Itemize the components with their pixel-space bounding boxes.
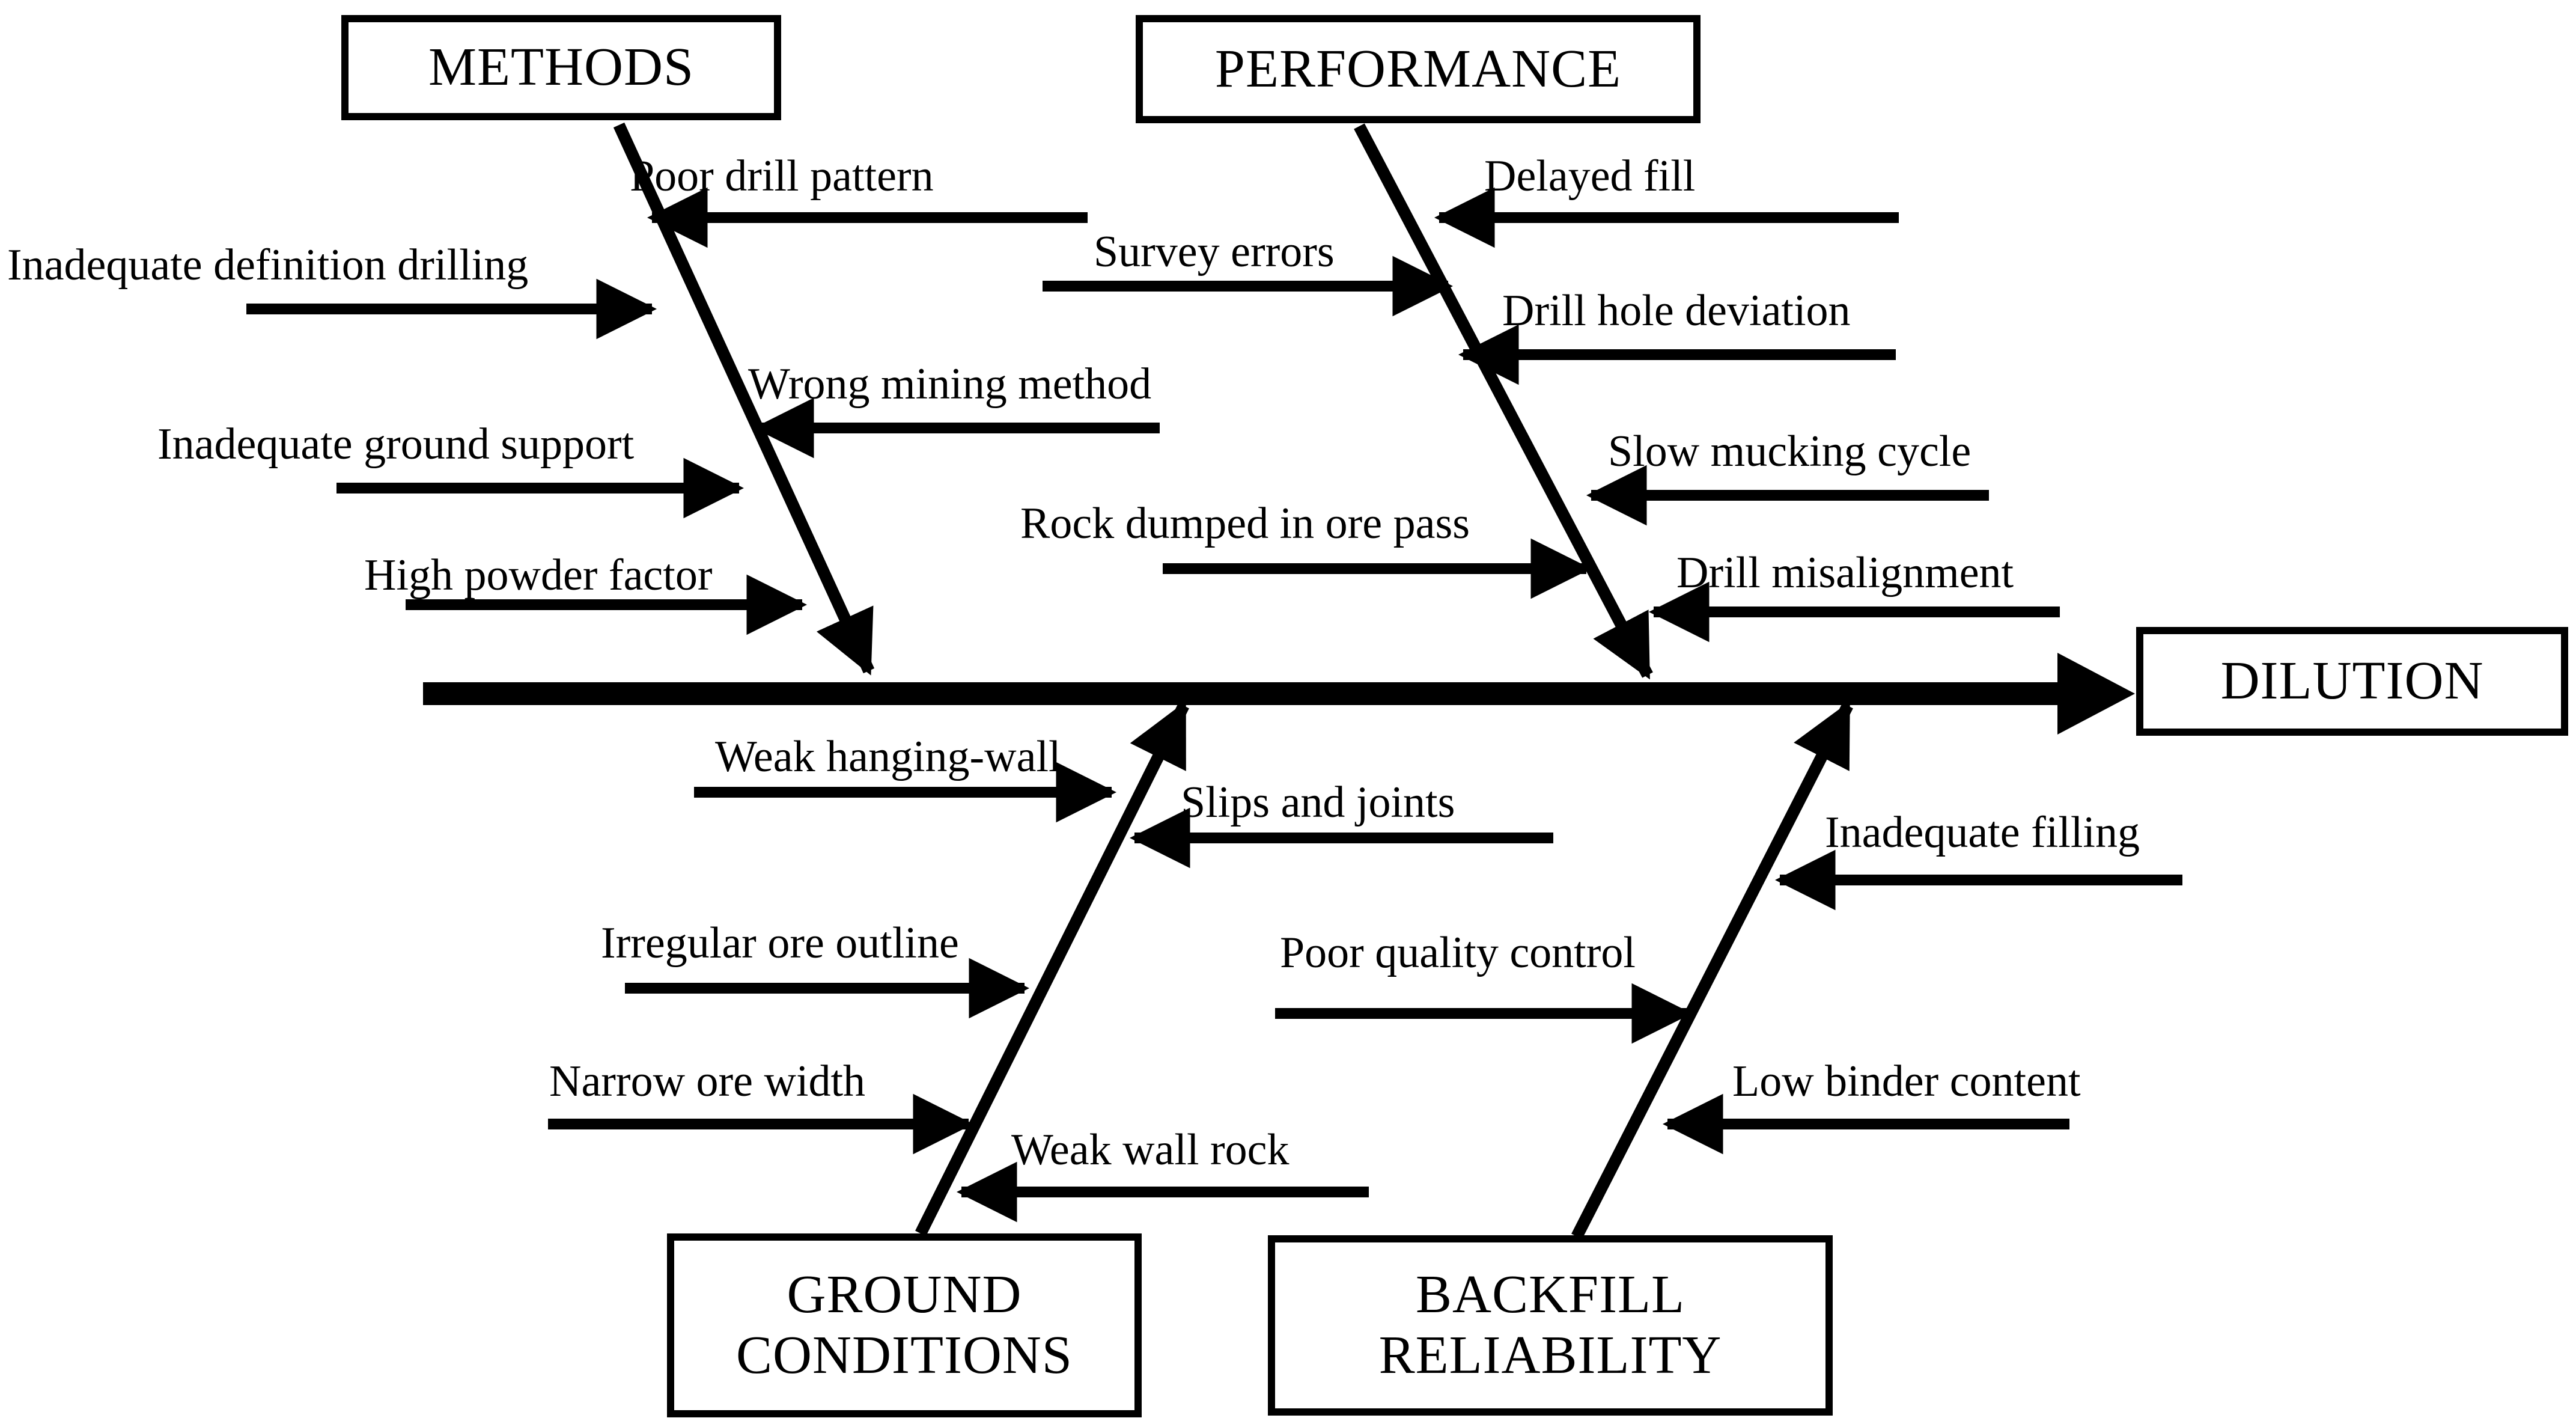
cause-label-slow-mucking-cycle: Slow mucking cycle [1608,427,1972,476]
cause-label-weak-hanging-wall: Weak hanging-wall [715,732,1061,781]
cause-label-poor-drill-pattern: Poor drill pattern [630,151,934,201]
cause-label-inadequate-definition-drilling: Inadequate definition drilling [7,240,529,290]
cause-label-survey-errors: Survey errors [1094,227,1335,277]
cause-label-inadequate-filling: Inadequate filling [1825,808,2140,857]
cause-label-delayed-fill: Delayed fill [1484,151,1696,201]
category-label-ground-conditions: GROUND CONDITIONS [736,1265,1073,1385]
cause-label-drill-hole-deviation: Drill hole deviation [1502,286,1851,335]
performance-branch-line [1354,123,1653,680]
cause-label-rock-dumped-in-ore-pass: Rock dumped in ore pass [1020,499,1470,548]
spine-arrowhead [2057,653,2135,735]
effect-box-dilution: DILUTION [2136,627,2568,736]
cause-label-high-powder-factor: High powder factor [364,551,713,600]
category-label-performance: PERFORMANCE [1214,38,1622,99]
category-label-backfill-reliability: BACKFILL RELIABILITY [1378,1265,1722,1385]
cause-label-narrow-ore-width: Narrow ore width [549,1057,866,1106]
cause-label-wrong-mining-method: Wrong mining method [748,359,1152,409]
cause-label-slips-and-joints: Slips and joints [1181,778,1455,827]
category-box-performance: PERFORMANCE [1136,15,1701,123]
backfill-reliability-branch-line [1571,701,1853,1239]
category-box-backfill-reliability: BACKFILL RELIABILITY [1268,1235,1833,1416]
cause-label-weak-wall-rock: Weak wall rock [1011,1125,1290,1175]
category-box-ground-conditions: GROUND CONDITIONS [667,1233,1142,1417]
effect-label: DILUTION [2220,651,2484,711]
category-label-methods: METHODS [428,37,694,97]
cause-label-drill-misalignment: Drill misalignment [1676,548,2014,597]
cause-label-inadequate-ground-support: Inadequate ground support [157,420,635,469]
cause-label-irregular-ore-outline: Irregular ore outline [601,918,959,968]
cause-label-low-binder-content: Low binder content [1732,1057,2081,1106]
category-box-methods: METHODS [341,15,781,120]
cause-label-poor-quality-control: Poor quality control [1280,928,1636,977]
